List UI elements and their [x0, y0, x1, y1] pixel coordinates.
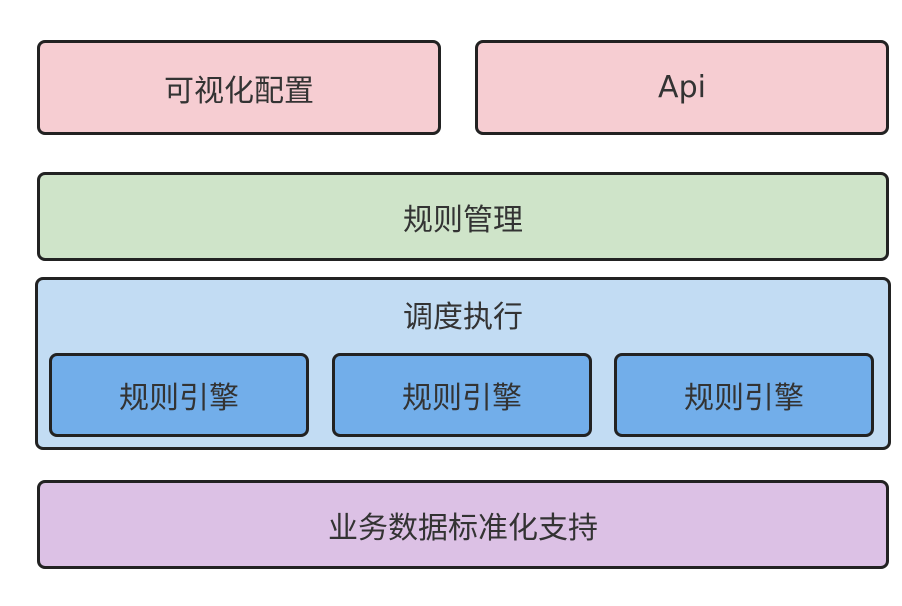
- data-standardization-box: 业务数据标准化支持: [37, 480, 889, 569]
- rule-engine-box: 规则引擎: [614, 353, 874, 437]
- rule-management-box: 规则管理: [37, 172, 889, 261]
- rule-engine-label: 规则引擎: [119, 381, 239, 416]
- rule-engine-box: 规则引擎: [49, 353, 309, 437]
- visual-config-label: 可视化配置: [164, 73, 314, 109]
- api-box: Api: [475, 40, 889, 135]
- rule-engine-label: 规则引擎: [684, 381, 804, 416]
- data-standardization-label: 业务数据标准化支持: [328, 510, 598, 546]
- rule-engine-label: 规则引擎: [402, 381, 522, 416]
- visual-config-box: 可视化配置: [37, 40, 441, 135]
- api-label: Api: [658, 70, 706, 105]
- scheduling-execution-label: 调度执行: [403, 300, 523, 335]
- rule-engine-box: 规则引擎: [332, 353, 592, 437]
- rule-management-label: 规则管理: [403, 202, 523, 238]
